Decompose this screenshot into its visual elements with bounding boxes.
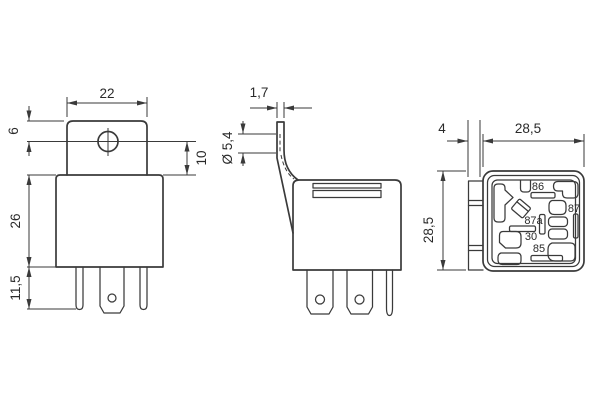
relay-housing-outer — [482, 170, 585, 272]
relay-housing-inner — [486, 174, 581, 268]
dim-label-body-height: 26 — [8, 213, 23, 228]
pin-label-87a: 87a — [524, 215, 543, 227]
pin-label-86: 86 — [532, 181, 544, 193]
dim-label-bracket-thickness: 1,7 — [250, 85, 269, 100]
side-view: 1,7 Ø 5,4 — [220, 85, 402, 317]
dim-label-pin-length: 11,5 — [8, 275, 23, 300]
socket-oval-right-lower — [547, 228, 569, 240]
pin-center-side — [346, 269, 374, 315]
socket-30 — [498, 230, 522, 249]
hidden-hole-side — [279, 134, 295, 180]
socket-85 — [547, 242, 576, 262]
bracket-edge-back — [467, 180, 484, 271]
pin-left-side — [306, 269, 334, 315]
pin-right-front — [139, 266, 148, 311]
dim-label-hole-to-body: 10 — [194, 150, 209, 165]
pin-right-side — [385, 269, 394, 317]
dim-label-top-to-hole: 6 — [6, 127, 21, 135]
keyway-notch — [519, 179, 532, 193]
relay-body-side — [292, 179, 402, 271]
mounting-bracket-side — [276, 121, 299, 234]
socket-slot-87a — [508, 225, 537, 233]
center-key-outline — [511, 198, 531, 219]
body-ridge-slot — [312, 189, 382, 199]
dim-label-hole-diameter: Ø 5,4 — [220, 131, 235, 165]
socket-bar-right-edge — [572, 213, 579, 239]
dim-label-bracket-depth: 4 — [438, 121, 446, 136]
socket-oval-right-upper — [547, 216, 569, 228]
pin-left-front — [75, 266, 84, 311]
back-view: 86 87 87a 30 85 4 28,5 28,5 — [421, 120, 585, 272]
center-key-post — [511, 198, 531, 219]
socket-panel — [491, 179, 577, 265]
socket-slot-86 — [530, 191, 556, 199]
relay-body-front — [55, 174, 164, 268]
center-key-slot — [516, 201, 529, 213]
dim-label-body-width: 28,5 — [515, 121, 541, 136]
socket-87 — [548, 199, 567, 216]
front-view: 22 6 10 26 11,5 — [6, 86, 209, 314]
mounting-tab — [66, 120, 148, 176]
body-ridge-slot — [312, 182, 382, 189]
pin-center-front — [99, 266, 125, 314]
dim-label-body-height-back: 28,5 — [421, 217, 436, 243]
pin-label-87: 87 — [568, 203, 580, 215]
pin-label-30: 30 — [525, 231, 537, 243]
socket-slot-85 — [530, 254, 564, 262]
pin-center-hole-side — [354, 294, 365, 305]
socket-bar-center — [538, 213, 546, 235]
socket-slot-top-right — [552, 180, 579, 199]
pin-left-hole-side — [314, 294, 326, 305]
socket-bottom-left — [497, 252, 522, 266]
pin-label-85: 85 — [533, 243, 545, 255]
pin-center-hole-front — [107, 293, 117, 303]
socket-flag-shape — [493, 183, 514, 223]
dim-label-tab-width: 22 — [99, 86, 114, 101]
